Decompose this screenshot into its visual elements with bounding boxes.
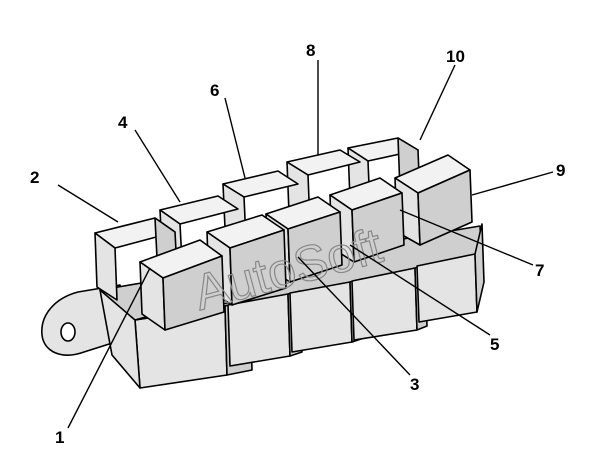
- leader-6: [224, 97, 246, 179]
- leader-10: [419, 64, 456, 141]
- callout-5: 5: [490, 335, 499, 354]
- callout-6: 6: [210, 81, 219, 100]
- callout-7: 7: [535, 261, 544, 280]
- relay-1: [139, 239, 225, 331]
- leader-1: [67, 267, 151, 429]
- callout-3: 3: [410, 375, 419, 394]
- leader-lines: [57, 60, 554, 429]
- leader-2: [57, 184, 119, 223]
- base-block-9: [416, 223, 485, 323]
- callout-1: 1: [55, 428, 64, 447]
- callout-2: 2: [30, 168, 39, 187]
- callout-8: 8: [306, 41, 315, 60]
- mounting-hole-icon: [60, 322, 76, 342]
- leader-4: [134, 129, 181, 203]
- leader-3: [297, 256, 411, 376]
- callout-4: 4: [118, 113, 128, 132]
- leader-7: [399, 209, 534, 266]
- leader-9: [471, 171, 554, 196]
- callout-10: 10: [446, 47, 465, 66]
- callout-9: 9: [556, 161, 565, 180]
- callout-labels: 2 4 6 8 10 9 7 5 3 1: [30, 41, 565, 447]
- leader-5: [349, 244, 491, 336]
